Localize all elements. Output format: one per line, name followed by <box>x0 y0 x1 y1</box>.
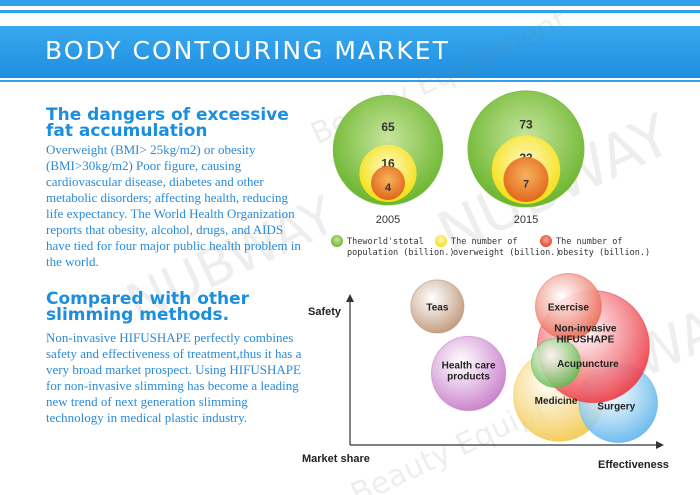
year-label-2005: 2005 <box>376 214 400 226</box>
bubble-label-exercise: Exercise <box>548 302 590 313</box>
top-stripe-thin <box>0 10 700 13</box>
legend-swatch-obesity <box>540 235 552 247</box>
bubble-label-non-invasive-hifushape-2: HIFUSHAPE <box>556 335 614 346</box>
bubble-acupuncture <box>530 338 581 389</box>
legend-label-total-1: Theworld'stotal <box>347 237 424 247</box>
legend-label-obesity-1: The number of <box>556 237 623 247</box>
bubble-value-2005-0: 65 <box>381 120 395 134</box>
bubble-2005-obesity <box>371 166 405 200</box>
legend-label-overweight-2: overweight (billion.) <box>453 248 560 258</box>
bubble-label-teas: Teas <box>426 302 448 313</box>
legend-label-overweight-1: The number of <box>451 237 518 247</box>
legend-swatch-overweight <box>435 235 447 247</box>
section1-body: Overweight (BMI> 25kg/m2) or obesity (BM… <box>46 142 301 269</box>
legend-swatch-total <box>331 235 343 247</box>
top-stripe <box>0 0 700 6</box>
bubble-value-2015-2: 7 <box>523 179 529 191</box>
y-axis-label: Safety <box>308 306 342 318</box>
year-label-2015: 2015 <box>514 214 538 226</box>
bubble-label-health-care-products-2: products <box>447 371 490 382</box>
bubble-label-acupuncture: Acupuncture <box>557 359 619 370</box>
y-axis-arrow <box>346 294 354 302</box>
bubble-label-non-invasive-hifushape-1: Non-invasive <box>554 324 617 335</box>
banner-underline <box>0 80 700 82</box>
legend-label-total-2: population (billion.) <box>347 248 454 258</box>
bubble-exercise <box>535 273 602 340</box>
x-axis-label: Effectiveness <box>598 459 669 471</box>
bubble-label-medicine: Medicine <box>535 396 578 407</box>
legend-label-obesity-2: obesity (billion.) <box>558 248 650 258</box>
bubble-value-2015-0: 73 <box>519 117 533 131</box>
bubble-2015-obesity <box>503 157 549 202</box>
bubble-value-2005-2: 4 <box>385 182 392 194</box>
bubble-teas <box>410 279 465 334</box>
title-banner: BODY CONTOURING MARKET <box>0 26 700 78</box>
section2-body: Non-invasive HIFUSHAPE perfectly combine… <box>46 330 302 425</box>
section2-heading: Compared with other slimming methods. <box>46 289 250 325</box>
origin-label: Market share <box>302 453 370 465</box>
x-axis-arrow <box>656 441 664 449</box>
bubble-label-surgery: Surgery <box>597 401 635 412</box>
banner-title: BODY CONTOURING MARKET <box>45 36 450 65</box>
section1-heading: The dangers of excessive fat accumulatio… <box>46 105 289 141</box>
bubble-health-care-products <box>430 335 507 412</box>
bubble-label-health-care-products-1: Health care <box>442 360 496 371</box>
